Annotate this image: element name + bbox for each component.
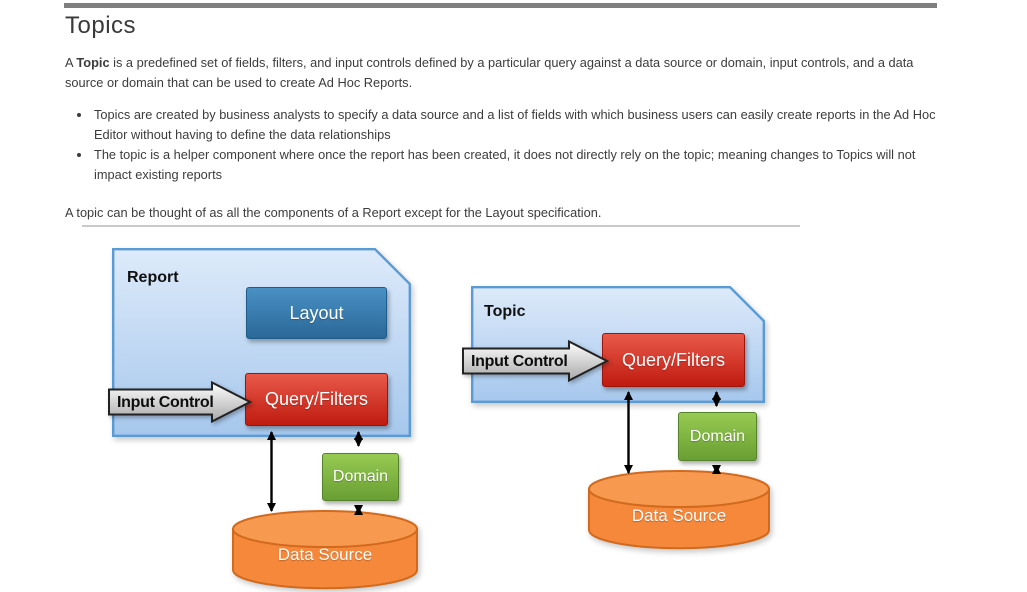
list-item: The topic is a helper component where on… — [92, 145, 937, 185]
domain-box-report: Domain — [322, 453, 399, 501]
right-arrow-shape-icon — [108, 381, 252, 423]
domain-label: Domain — [332, 468, 389, 485]
input-control-arrow-topic: Input Control — [462, 340, 609, 382]
input-control-label: Input Control — [117, 393, 214, 411]
query-filters-box-topic: Query/Filters — [602, 333, 745, 387]
input-control-label: Input Control — [471, 352, 568, 370]
data-source-label-topic: Data Source — [631, 506, 727, 525]
layout-box: Layout — [246, 287, 387, 339]
data-source-cylinder-topic — [588, 470, 770, 550]
query-filters-label: Query/Filters — [621, 349, 726, 370]
data-source-label-report: Data Source — [277, 545, 373, 564]
summary-paragraph: A topic can be thought of as all the com… — [65, 205, 602, 220]
data-source-cylinder-report — [232, 510, 418, 590]
report-label: Report — [127, 269, 179, 286]
top-divider-bar — [64, 3, 937, 8]
topic-label: Topic — [484, 303, 526, 320]
intro-bold-term: Topic — [76, 55, 110, 70]
page-title: Topics — [65, 12, 137, 39]
domain-box-topic: Domain — [678, 412, 757, 461]
intro-text-prefix: A — [65, 55, 77, 70]
layout-box-label: Layout — [289, 302, 344, 323]
query-filters-label: Query/Filters — [264, 389, 369, 409]
query-filters-box-report: Query/Filters — [245, 373, 388, 426]
domain-label: Domain — [689, 427, 746, 445]
intro-text-rest: is a predefined set of fields, filters, … — [65, 55, 914, 90]
list-item: Topics are created by business analysts … — [92, 105, 937, 145]
right-arrow-shape-icon — [462, 340, 609, 382]
article-content: Topics A Topic is a predefined set of fi… — [65, 12, 937, 235]
intro-paragraph: A Topic is a predefined set of fields, f… — [65, 53, 937, 93]
input-control-arrow-report: Input Control — [108, 381, 252, 423]
section-divider — [82, 225, 800, 227]
bullet-list: Topics are created by business analysts … — [65, 105, 937, 185]
